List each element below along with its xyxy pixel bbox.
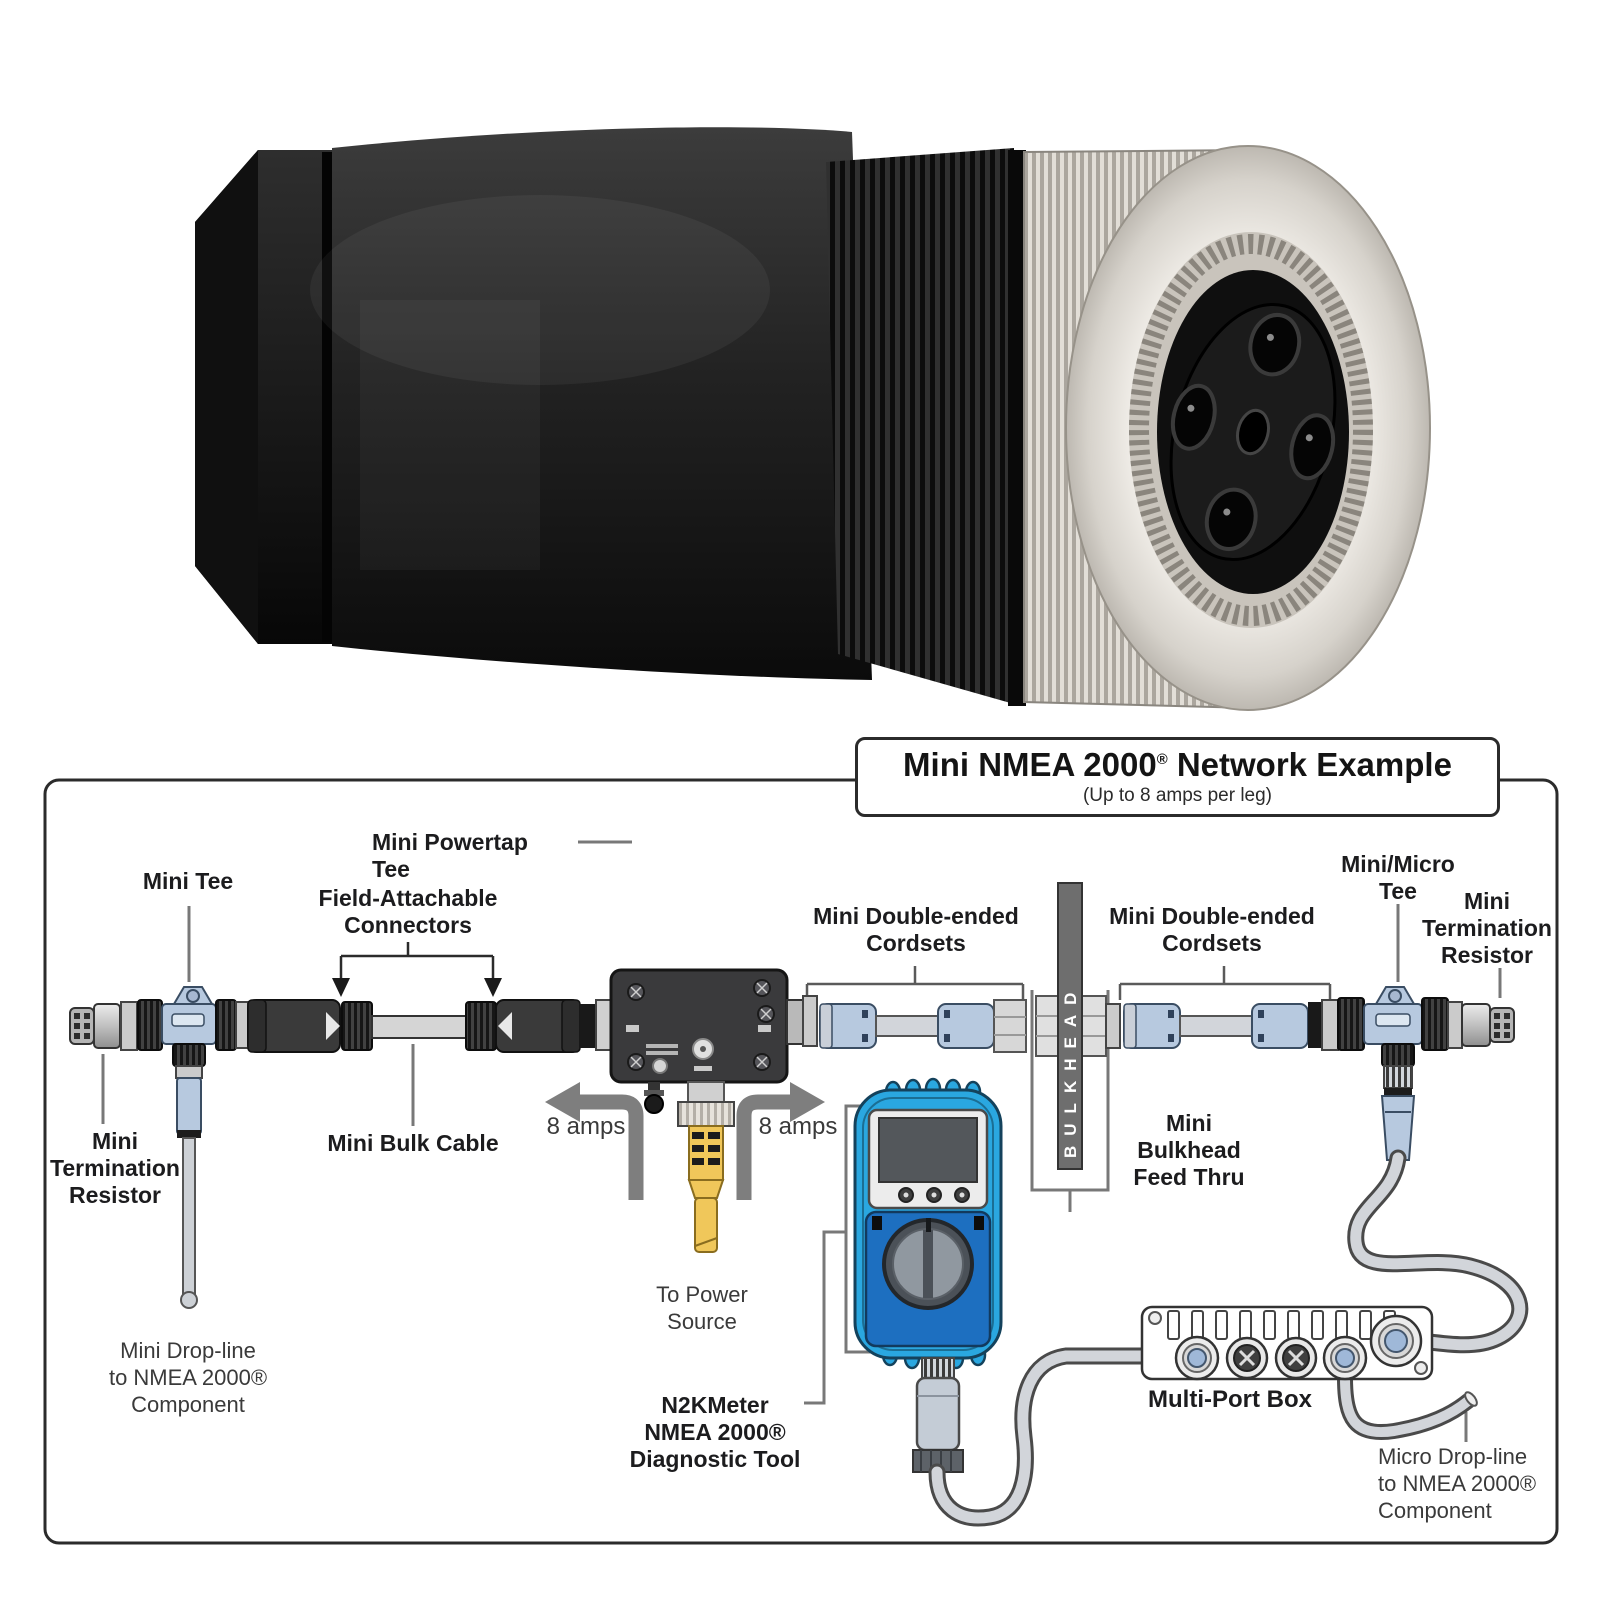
title-registered-mark: ® — [1156, 752, 1168, 768]
cable-gland — [195, 150, 332, 644]
meter-cable — [928, 1347, 1185, 1527]
connector-socket-face — [1129, 232, 1373, 628]
multi-port-ports — [1174, 1314, 1423, 1381]
label-mini-drop-line: Mini Drop-line to NMEA 2000® Component — [108, 1338, 268, 1417]
label-to-power-source: To Power Source — [656, 1282, 748, 1334]
product-photo — [195, 127, 1431, 711]
meter-buttons — [898, 1187, 970, 1203]
amps-arrow-right — [736, 1082, 825, 1200]
label-multi-port-box: Multi-Port Box — [1148, 1386, 1312, 1413]
bulkhead-bar: BULKHEAD — [1057, 882, 1083, 1170]
field-attachable-connector-right — [465, 999, 612, 1053]
label-field-attachable-connectors: Field-Attachable Connectors — [318, 885, 498, 939]
n2kmeter-device — [853, 1077, 1003, 1473]
label-mini-tee: Mini Tee — [142, 868, 234, 894]
amps-arrow-left — [545, 1082, 644, 1200]
micro-drop-cable-right — [1347, 1149, 1529, 1354]
label-amps-right: 8 amps — [758, 1113, 838, 1140]
label-n2kmeter: N2KMeter NMEA 2000® Diagnostic Tool — [629, 1392, 801, 1473]
diagram-title-box: Mini NMEA 2000® Network Example (Up to 8… — [855, 737, 1500, 817]
title-suffix: Network Example — [1167, 746, 1452, 783]
label-mini-bulk-cable: Mini Bulk Cable — [327, 1130, 499, 1156]
power-connector-bands — [692, 1132, 720, 1165]
label-mini-powertap-tee: Mini Powertap Tee — [372, 829, 528, 883]
mini-termination-resistor-left — [69, 1003, 121, 1049]
mini-double-ended-cordset-right — [1123, 999, 1339, 1051]
mini-bulkhead-feed-thru — [1035, 995, 1121, 1057]
diagram-title: Mini NMEA 2000® Network Example — [858, 746, 1497, 784]
micro-drop-line-cable — [1337, 1370, 1478, 1441]
meter-dial — [882, 1218, 974, 1310]
multi-port-box — [1140, 1305, 1434, 1381]
power-drop-cable — [677, 1081, 735, 1253]
ribbed-section — [826, 148, 1026, 706]
diagram-subtitle: (Up to 8 amps per leg) — [1082, 785, 1273, 806]
connector-main-body — [310, 127, 872, 680]
screw-slots — [630, 982, 772, 1068]
label-micro-drop-line: Micro Drop-line to NMEA 2000® Component — [1378, 1444, 1537, 1523]
mini-powertap-tee-box — [609, 968, 818, 1114]
mini-micro-tee — [1337, 986, 1463, 1161]
gland-groove — [322, 152, 332, 642]
label-mini-double-ended-cordsets-right: Mini Double-ended Cordsets — [1109, 903, 1315, 957]
label-amps-left: 8 amps — [546, 1113, 626, 1140]
bulkhead-text: BULKHEAD — [1061, 983, 1080, 1158]
meter-screen — [878, 1117, 978, 1183]
cordset-brackets — [805, 966, 1332, 1000]
socket-insert — [1169, 302, 1337, 562]
pointer-lines — [101, 840, 1502, 1442]
mini-termination-resistor-right — [1461, 1003, 1515, 1047]
mini-tee — [120, 986, 249, 1309]
network-diagram: BULKHEAD — [43, 778, 1559, 1545]
label-mini-double-ended-cordsets-left: Mini Double-ended Cordsets — [813, 903, 1019, 957]
label-mini-termination-resistor-right: Mini Termination Resistor — [1422, 888, 1552, 969]
mini-bulk-cable — [371, 1015, 469, 1039]
title-prefix: Mini NMEA 2000 — [903, 746, 1157, 783]
label-mini-bulkhead-feed-thru: Mini Bulkhead Feed Thru — [1133, 1110, 1245, 1191]
field-attachable-connector-left — [247, 999, 373, 1053]
label-mini-micro-tee: Mini/Micro Tee — [1341, 851, 1455, 905]
mini-double-ended-cordset-left — [819, 999, 1027, 1053]
field-attachable-bracket — [332, 942, 502, 997]
label-mini-termination-resistor-left: Mini Termination Resistor — [50, 1128, 180, 1209]
